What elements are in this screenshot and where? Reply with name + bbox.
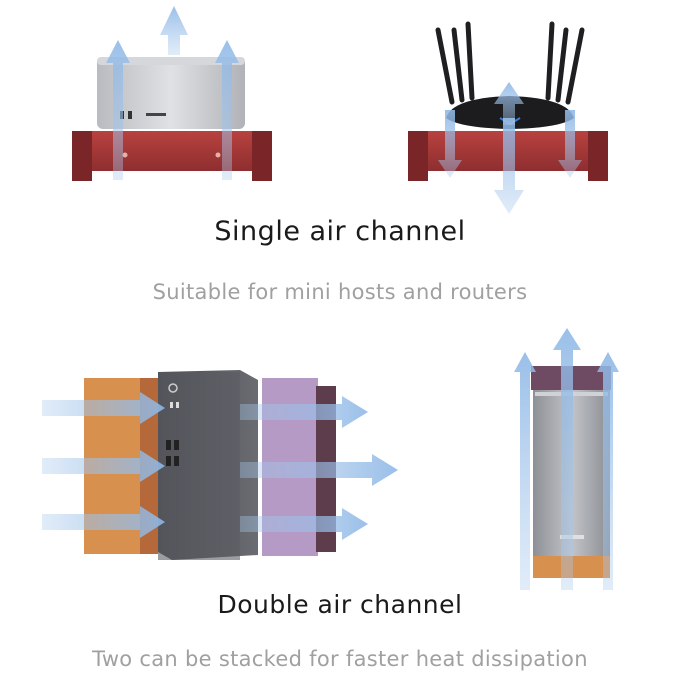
- red-stand: [72, 131, 272, 171]
- airflow-arrows: [42, 392, 398, 540]
- airflow-arrow-icon: [438, 110, 462, 178]
- single-channel-title: Single air channel: [214, 216, 466, 247]
- double-channel-subtitle: Two can be stacked for faster heat dissi…: [92, 647, 588, 671]
- tower-pc-on-orange-stand: [514, 328, 619, 590]
- single-channel-subtitle: Suitable for mini hosts and routers: [152, 280, 528, 304]
- airflow-arrow-icon: [553, 328, 581, 590]
- power-button-icon: [168, 383, 178, 393]
- airflow-arrow-icon: [240, 454, 398, 486]
- airflow-arrow-icon: [106, 40, 130, 180]
- mini-pc: [97, 57, 245, 129]
- airflow-arrow-icon: [494, 82, 524, 125]
- airflow-arrow-icon: [160, 6, 188, 55]
- airflow-arrow-icon: [558, 110, 582, 178]
- pc-between-orange-and-purple-stands: [42, 370, 398, 560]
- airflow-arrow-icon: [240, 508, 368, 540]
- router-on-red-stand: [408, 21, 608, 214]
- airflow-arrow-icon: [215, 40, 239, 180]
- airflow-arrow-icon: [42, 450, 165, 482]
- airflow-arrow-icon: [597, 352, 619, 590]
- airflow-arrow-icon: [42, 506, 165, 538]
- double-channel-title: Double air channel: [217, 590, 463, 619]
- airflow-arrow-icon: [494, 118, 524, 214]
- airflow-arrow-icon: [42, 392, 165, 424]
- router-antennas: [435, 21, 585, 105]
- airflow-arrow-icon: [240, 396, 368, 428]
- airflow-arrow-icon: [514, 352, 536, 590]
- mini-pc-on-red-stand: [72, 6, 272, 181]
